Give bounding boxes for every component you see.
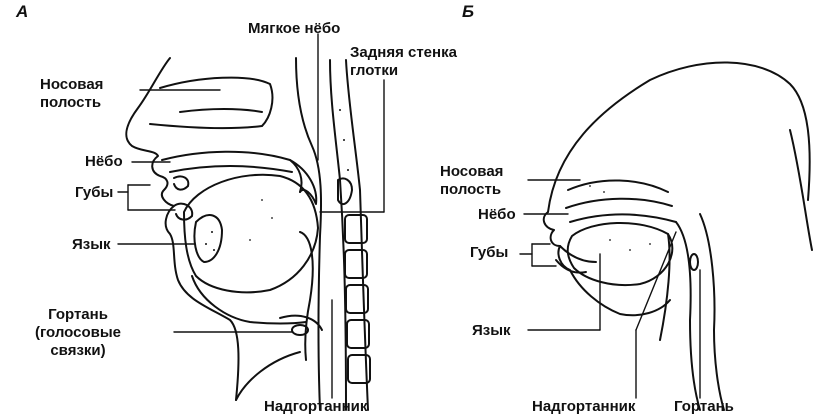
label-lips: Губы <box>75 184 113 202</box>
label-b-nasal-cavity-line2: полость <box>440 181 501 199</box>
label-palate: Нёбо <box>85 153 123 171</box>
label-larynx-line1: Гортань <box>28 306 128 324</box>
label-pharynx-wall-line2: глотки <box>350 62 398 80</box>
label-soft-palate: Мягкое нёбо <box>248 20 340 38</box>
label-nasal-cavity-line1: Носовая <box>40 76 103 94</box>
label-b-tongue: Язык <box>472 322 511 340</box>
label-epiglottis: Надгортанник <box>264 398 367 416</box>
panel-a-letter: А <box>16 2 28 22</box>
label-nasal-cavity-line2: полость <box>40 94 101 112</box>
label-pharynx-wall-line1: Задняя стенка <box>350 44 457 62</box>
label-tongue: Язык <box>72 236 111 254</box>
label-b-lips: Губы <box>470 244 508 262</box>
leader-lines-a <box>118 34 384 398</box>
panel-b-letter: Б <box>462 2 474 22</box>
label-b-epiglottis: Надгортанник <box>532 398 635 416</box>
label-larynx-line2: (голосовые <box>28 324 128 342</box>
label-b-larynx: Гортань <box>674 398 734 416</box>
label-b-palate: Нёбо <box>478 206 516 224</box>
label-b-nasal-cavity-line1: Носовая <box>440 163 503 181</box>
label-larynx-line3: связки) <box>28 342 128 360</box>
human-head-section <box>126 58 370 410</box>
animal-head-section <box>544 62 812 410</box>
